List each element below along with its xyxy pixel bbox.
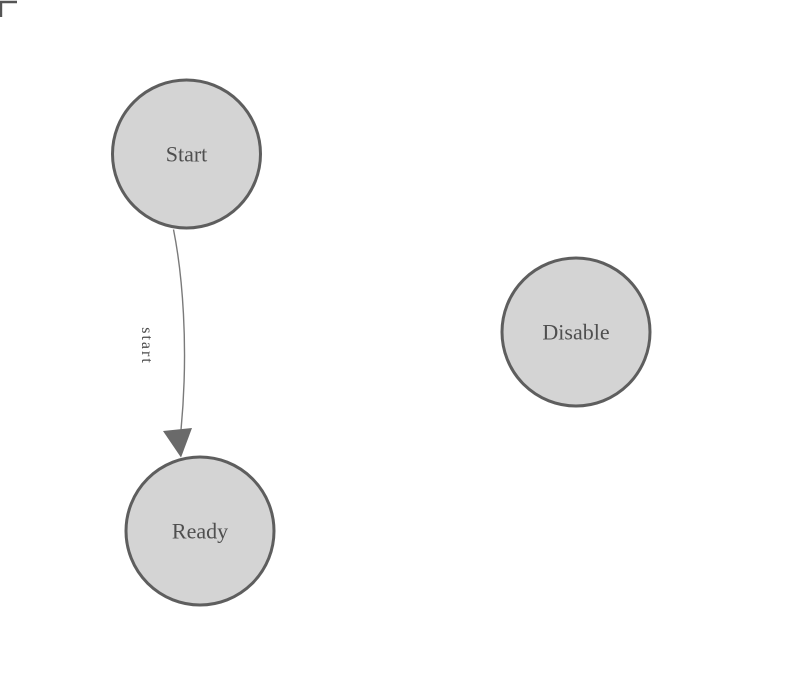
state-node-ready-label: Ready [172,519,228,544]
state-node-ready[interactable]: Ready [124,455,276,607]
state-node-start-label: Start [166,142,208,167]
state-node-disable[interactable]: Disable [500,256,652,408]
state-node-start[interactable]: Start [111,78,262,230]
state-node-disable-circle[interactable] [500,256,652,408]
transition-start-to-ready[interactable]: start [138,229,192,458]
edge-label: start [138,327,155,365]
canvas-origin-mark [0,0,17,17]
state-node-ready-circle[interactable] [124,455,276,607]
state-node-disable-label: Disable [542,320,609,345]
state-node-start-circle[interactable] [111,78,262,230]
edge-path[interactable] [172,229,186,431]
arrowhead-icon [163,428,192,458]
